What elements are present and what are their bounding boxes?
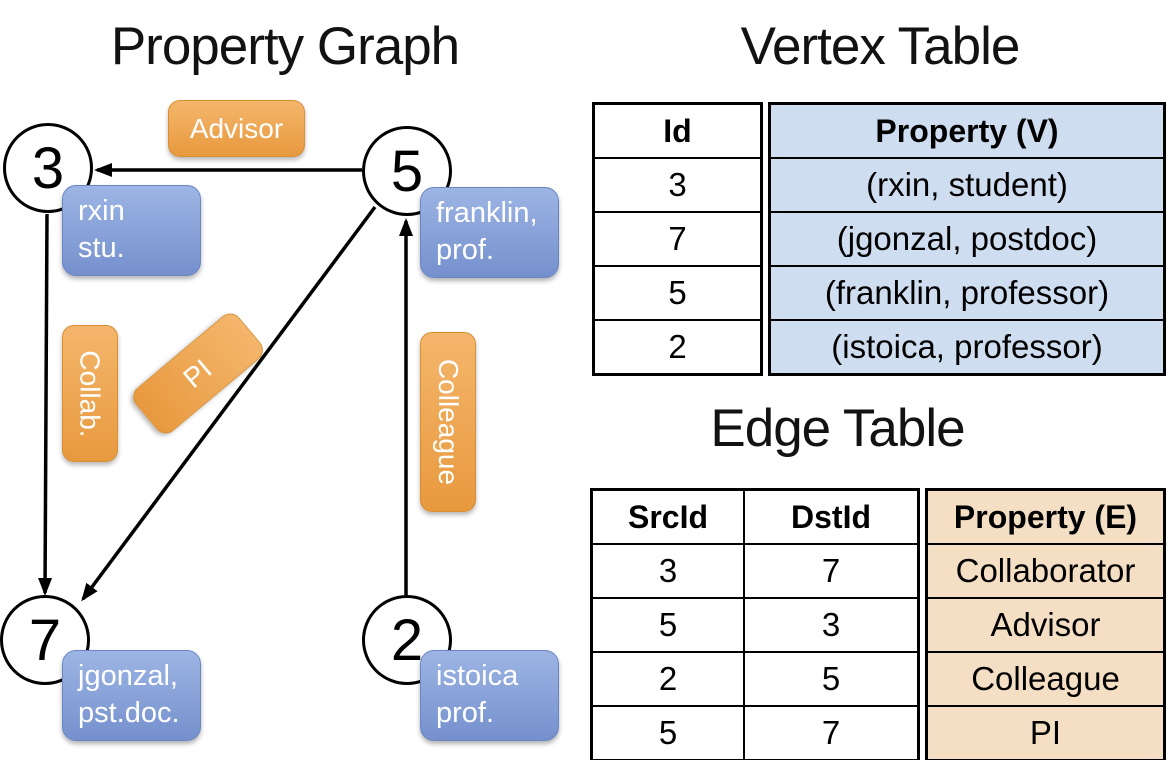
graph-edges-layer: [38, 163, 413, 602]
edge-srcid-cell: 3: [590, 543, 745, 599]
edge-property-cell: Collaborator: [925, 543, 1166, 599]
edge-property-cell: Advisor: [925, 597, 1166, 653]
edge-property-box-colleague: Colleague: [420, 332, 476, 512]
vertex-table-id-column: Id 3 7 5 2: [592, 102, 763, 376]
vertex-property-line: jgonzal,: [78, 660, 178, 692]
edge-dstid-cell: 7: [743, 705, 920, 760]
graph-node-5: 5: [362, 126, 452, 216]
edge-srcid-cell: 5: [590, 705, 745, 760]
edge-table-property-column: Property (E) Collaborator Advisor Collea…: [925, 488, 1166, 760]
vertex-property-line: franklin,: [436, 197, 538, 229]
edge-arrow-5-to-7: [81, 205, 377, 602]
edge-property-label: Collab.: [75, 349, 107, 438]
edge-property-cell: Colleague: [925, 651, 1166, 707]
edge-arrow-3-to-7: [38, 213, 53, 596]
vertex-property-cell: (rxin, student): [768, 157, 1166, 213]
vertex-id-cell: 3: [592, 157, 763, 213]
graph-node-2: 2: [362, 595, 452, 685]
vertex-property-line: prof.: [436, 234, 495, 266]
node-id-label: 2: [390, 607, 424, 673]
vertex-id-cell: 5: [592, 265, 763, 321]
vertex-property-line: rxin: [78, 195, 125, 227]
vertex-property-header: Property (V): [768, 102, 1166, 159]
edge-property-box-advisor: Advisor: [168, 100, 305, 157]
edge-property-label: Advisor: [189, 112, 284, 144]
edge-dstid-cell: 3: [743, 597, 920, 653]
vertex-property-cell: (istoica, professor): [768, 319, 1166, 376]
vertex-id-header: Id: [592, 102, 763, 159]
edge-property-box-collab: Collab.: [62, 325, 118, 462]
edge-dstid-header: DstId: [743, 488, 920, 545]
vertex-property-line: stu.: [78, 232, 125, 264]
edge-dstid-cell: 7: [743, 543, 920, 599]
vertex-property-cell: (jgonzal, postdoc): [768, 211, 1166, 267]
vertex-property-box-franklin: franklin, prof.: [420, 187, 559, 278]
vertex-property-line: prof.: [436, 697, 495, 729]
edge-table-title: Edge Table: [710, 399, 965, 458]
edge-table-id-columns: SrcId DstId 3 7 5 3 2 5 5 7: [590, 488, 920, 760]
edge-property-label: PI: [177, 352, 218, 394]
vertex-property-cell: (franklin, professor): [768, 265, 1166, 321]
node-id-label: 5: [390, 138, 424, 204]
vertex-id-cell: 7: [592, 211, 763, 267]
vertex-property-box-rxin: rxin stu.: [62, 185, 201, 276]
edge-srcid-cell: 2: [590, 651, 745, 707]
vertex-property-box-jgonzal: jgonzal, pst.doc.: [62, 650, 201, 741]
node-id-label: 3: [31, 135, 65, 201]
property-graph-title: Property Graph: [110, 17, 460, 76]
edge-srcid-cell: 5: [590, 597, 745, 653]
vertex-table-title: Vertex Table: [740, 17, 1021, 76]
vertex-property-line: istoica: [436, 660, 519, 692]
vertex-property-line: pst.doc.: [78, 697, 180, 729]
edge-property-label: Colleague: [433, 358, 465, 486]
edge-property-cell: PI: [925, 705, 1166, 760]
edge-dstid-cell: 5: [743, 651, 920, 707]
vertex-id-cell: 2: [592, 319, 763, 376]
vertex-property-box-istoica: istoica prof.: [420, 650, 559, 741]
edge-srcid-header: SrcId: [590, 488, 745, 545]
vertex-table-property-column: Property (V) (rxin, student) (jgonzal, p…: [768, 102, 1166, 376]
edge-property-header: Property (E): [925, 488, 1166, 545]
node-id-label: 7: [28, 607, 62, 673]
